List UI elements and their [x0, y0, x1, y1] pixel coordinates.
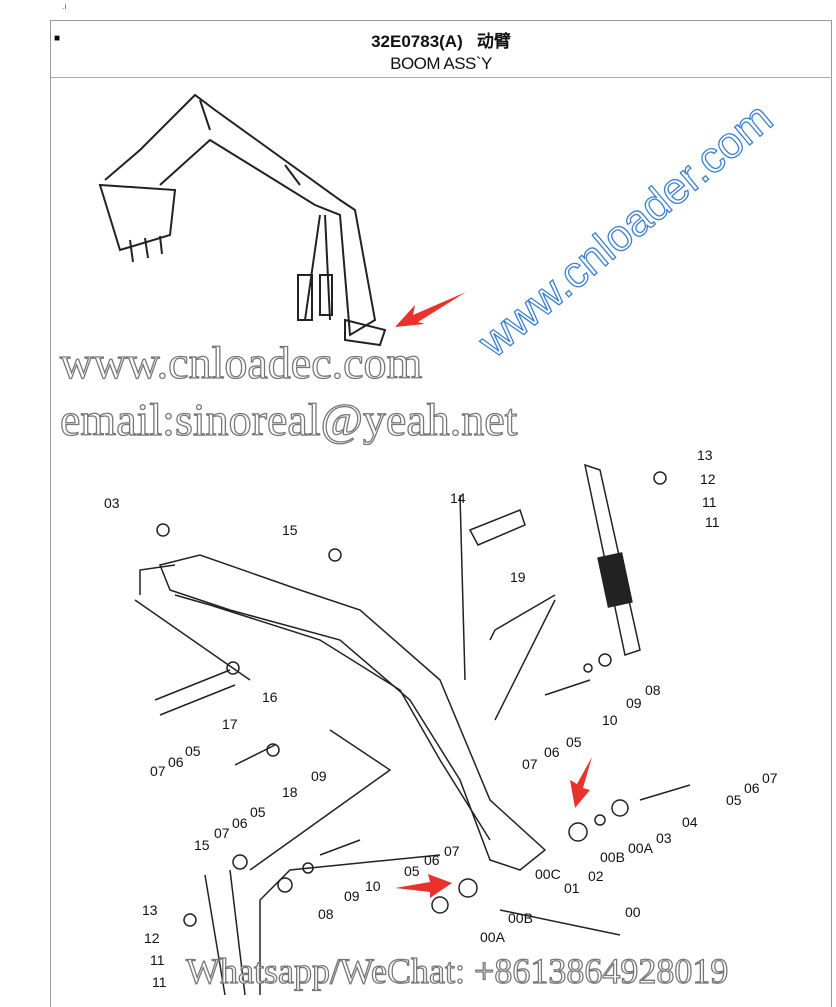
callout-label: 00A: [480, 929, 506, 945]
pointer-arrows: [395, 292, 592, 898]
callout-label: 13: [142, 902, 158, 918]
callout-label: 00C: [535, 866, 561, 882]
excavator-overview: [98, 93, 387, 347]
callout-label: 05: [185, 743, 201, 759]
callout-label: 15: [282, 522, 298, 538]
callout-label: 05: [250, 804, 266, 820]
title-block: ■ 32E0783(A) 动臂 BOOM ASS`Y: [50, 20, 832, 78]
callout-label: 01: [564, 880, 580, 896]
arrow-icon: [395, 292, 466, 327]
callout-label: 05: [726, 792, 742, 808]
callout-label: 14: [450, 490, 466, 506]
callout-label: 12: [144, 930, 160, 946]
callout-label: 11: [702, 494, 717, 510]
callout-label: 05: [566, 734, 582, 750]
part-title-cn: 动臂: [476, 32, 511, 51]
callout-label: 06: [232, 815, 248, 831]
part-title: 32E0783(A) 动臂: [51, 27, 831, 52]
callout-label: 11: [152, 974, 167, 990]
paragraph-mark: .ı: [62, 2, 67, 11]
callout-label: 07: [150, 763, 166, 779]
callout-label: 12: [700, 471, 716, 487]
callout-label: 11: [705, 514, 720, 530]
callout-label: 00B: [600, 849, 625, 865]
callout-label: 06: [744, 780, 760, 796]
callout-label: 08: [318, 906, 334, 922]
callout-label: 00B: [508, 910, 533, 926]
callout-label: 00: [625, 904, 641, 920]
callout-label: 10: [365, 878, 381, 894]
arrow-icon: [570, 757, 592, 808]
callout-label: 06: [544, 744, 560, 760]
callout-label: 05: [404, 863, 420, 879]
callout-label: 03: [104, 495, 120, 511]
callout-label: 13: [697, 447, 713, 463]
part-title-en: BOOM ASS`Y: [390, 54, 492, 73]
callout-label: 15: [194, 837, 210, 853]
bullet-mark: ■: [54, 33, 61, 44]
callout-label: 08: [645, 682, 661, 698]
arrow-icon: [395, 874, 452, 898]
watermark-email: email:sinoreal@yeah.net: [59, 394, 518, 445]
callout-label: 00A: [628, 840, 654, 856]
callout-label: 11: [150, 952, 165, 968]
callout-label: 09: [344, 888, 360, 904]
callout-label: 10: [602, 712, 618, 728]
callout-label: 06: [424, 852, 440, 868]
callout-label: 19: [510, 569, 526, 585]
callout-label: 07: [762, 770, 778, 786]
callout-label: 07: [444, 843, 460, 859]
callout-label: 07: [214, 825, 230, 841]
callout-label: 17: [222, 716, 238, 732]
watermark-site: www.cnloadec.com: [59, 337, 423, 388]
part-code: 32E0783(A): [371, 32, 463, 51]
callout-label: 04: [682, 814, 698, 830]
diagram-frame: [50, 77, 832, 1007]
callout-label: 06: [168, 754, 184, 770]
callout-label: 07: [522, 756, 538, 772]
callout-label: 02: [588, 868, 604, 884]
watermark-contact: Whatsapp/WeChat: +8613864928019: [185, 951, 729, 991]
callout-label: 09: [626, 695, 642, 711]
callout-label: 18: [282, 784, 298, 800]
callout-label: 16: [262, 689, 278, 705]
boom-assembly: [134, 463, 691, 996]
callout-label: 03: [656, 830, 672, 846]
callout-label: 09: [311, 768, 327, 784]
